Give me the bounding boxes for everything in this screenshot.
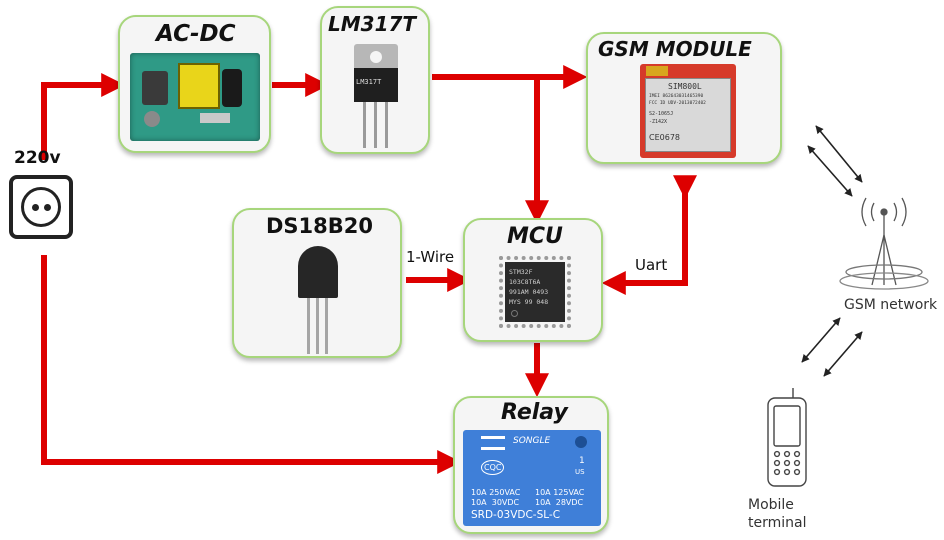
relay-rating-left-2: 10A 30VDC [471, 498, 520, 507]
wireless-arrows [801, 125, 863, 377]
stm32-chip-image: STM32F 103C8T6A 991AM 0493 MYS 99 048 [499, 256, 571, 328]
mobile-link-arrow-2 [823, 331, 863, 377]
mcu-gsm-uart-arrow [601, 175, 697, 295]
lm317t-title: LM317T [328, 12, 417, 36]
relay-rating-right-1: 10A 125VAC [535, 488, 585, 497]
lm317t-node: LM317T LM317T [320, 6, 430, 154]
one-wire-label: 1-Wire [406, 248, 455, 266]
relay-mount-hole [575, 436, 587, 448]
gsm-network-link-arrow-2 [807, 145, 853, 197]
mobile-terminal-label-line-2: terminal [748, 515, 807, 531]
gsm-module-title: GSM MODULE [598, 37, 752, 61]
relay-node: Relay SONGLE CQC 1 US 10A 250VAC 10A 30V… [453, 396, 609, 534]
sim800l-board-image: SIM800L IMEI 862643031465390 FCC ID UDV-… [640, 64, 736, 158]
gsm-module-node: GSM MODULE SIM800L IMEI 862643031465390 … [586, 32, 782, 164]
ds18b20-sensor-image [298, 246, 338, 354]
relay-cert-cqc: CQC [481, 460, 505, 475]
acdc-title: AC-DC [156, 21, 236, 47]
stm32-chip-line-3: 991AM 0493 [509, 288, 549, 296]
stm32-chip-line-4: MYS 99 048 [509, 298, 549, 306]
mobile-link-arrow-1 [801, 317, 841, 363]
songle-relay-image: SONGLE CQC 1 US 10A 250VAC 10A 30VDC 10A… [463, 430, 601, 526]
acdc-node: AC-DC [118, 15, 271, 153]
uart-label: Uart [635, 256, 668, 274]
lm317t-chip-text: LM317T [356, 78, 382, 86]
gsm-network-link-arrow-1 [815, 125, 863, 183]
songle-logo-icon [481, 436, 505, 450]
mobile-terminal-label-line-1: Mobile [748, 497, 794, 513]
sim800l-chip-line-3: S2-1065J [649, 111, 674, 117]
mains-to-acdc-arrow [41, 73, 126, 160]
relay-cert-us: US [575, 468, 585, 476]
sim800l-chip-name: SIM800L [668, 82, 702, 91]
mains-to-relay-arrow [41, 255, 462, 474]
ds18b20-node: DS18B20 [232, 208, 402, 358]
sim800l-chip-line-1: IMEI 862643031465390 [649, 94, 704, 99]
mcu-title: MCU [507, 224, 563, 249]
acdc-module-image [130, 53, 260, 141]
sim800l-chip-line-4: -Z142X [649, 119, 668, 125]
relay-rating-left-1: 10A 250VAC [471, 488, 521, 497]
lm317t-regulator-image: LM317T [354, 44, 398, 150]
mains-voltage-label: 220v [14, 148, 61, 168]
mcu-node: MCU STM32F 103C8T6A 991AM 0493 MYS 99 04… [463, 218, 603, 342]
relay-model: SRD-03VDC-SL-C [471, 509, 561, 521]
stm32-chip-line-1: STM32F [509, 268, 533, 276]
ds18b20-title: DS18B20 [266, 214, 374, 238]
gsm-tower-icon [839, 197, 929, 290]
gsm-network-label: GSM network [844, 297, 938, 313]
relay-title: Relay [501, 400, 568, 425]
sim800l-chip-line-2: FCC ID UDV-2013072402 [649, 101, 706, 106]
mobile-phone-icon [767, 388, 807, 487]
sim800l-ce-mark: CE0678 [649, 133, 680, 142]
stm32-chip-line-2: 103C8T6A [509, 278, 541, 286]
relay-cert-num: 1 [579, 456, 585, 466]
relay-brand: SONGLE [513, 436, 551, 446]
relay-rating-right-2: 10A 28VDC [535, 498, 584, 507]
power-socket-icon [9, 175, 73, 239]
connection-arrows [41, 65, 697, 474]
